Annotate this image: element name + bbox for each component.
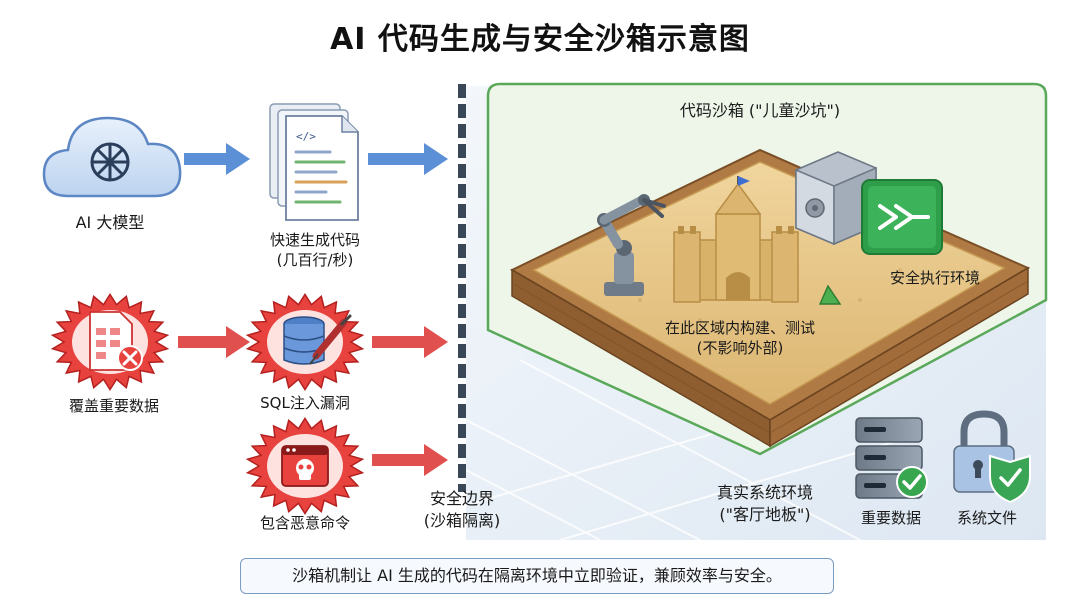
svg-text:</>: </>	[296, 130, 316, 143]
red-arrow-2	[372, 326, 448, 358]
blue-arrow-2	[368, 143, 448, 175]
server-icon	[855, 417, 928, 499]
system-files-label: 系统文件	[956, 509, 1017, 527]
safe-icon	[795, 151, 877, 246]
red-arrow-1	[178, 326, 250, 358]
sandbox-title: 代码沙箱 ("儿童沙坑")	[679, 101, 841, 120]
robot-arm-icon	[597, 194, 666, 296]
caption-box: 沙箱机制让 AI 生成的代码在隔离环境中立即验证，兼顾效率与安全。	[240, 558, 834, 594]
sand-castle-icon	[673, 176, 799, 303]
red-arrow-3	[372, 444, 448, 476]
sand-toy-icon	[818, 284, 842, 305]
sandbox-build-line1: 在此区域内构建、测试	[664, 319, 815, 337]
important-data-label: 重要数据	[860, 509, 921, 527]
threat-label-overwrite: 覆盖重要数据	[68, 397, 159, 415]
boundary-label: 安全边界 (沙箱隔离)	[404, 488, 520, 531]
fast-code-label-line1: 快速生成代码	[269, 231, 360, 249]
real-system-label: 真实系统环境 ("客厅地板")	[690, 482, 840, 525]
database-syringe-icon	[283, 314, 352, 365]
cloud-ai-icon	[42, 116, 182, 198]
boundary-label-line2: (沙箱隔离)	[423, 510, 501, 530]
threat-label-malicious: 包含恶意命令	[259, 514, 350, 532]
lock-icon	[953, 410, 1031, 504]
threat-label-sql: SQL注入漏洞	[260, 394, 350, 412]
fast-code-label: 快速生成代码 (几百行/秒)	[250, 230, 380, 271]
fast-code-label-line2: (几百行/秒)	[276, 251, 354, 270]
ai-model-label: AI 大模型	[75, 213, 145, 232]
secure-exec-label: 安全执行环境	[889, 269, 980, 287]
corrupted-file-icon	[89, 311, 143, 371]
real-system-label-line1: 真实系统环境	[716, 483, 813, 502]
boundary-label-line1: 安全边界	[429, 489, 494, 508]
sandbox-build-label: 在此区域内构建、测试 (不影响外部)	[640, 318, 840, 359]
blue-arrow-1	[184, 143, 250, 175]
secure-exec-icon	[861, 179, 943, 255]
real-system-label-line2: ("客厅地板")	[719, 504, 811, 524]
sandbox-build-line2: (不影响外部)	[696, 339, 784, 358]
code-document-icon: </>	[269, 103, 359, 221]
page-title: AI 代码生成与安全沙箱示意图	[330, 22, 750, 57]
skull-window-icon	[281, 445, 329, 487]
